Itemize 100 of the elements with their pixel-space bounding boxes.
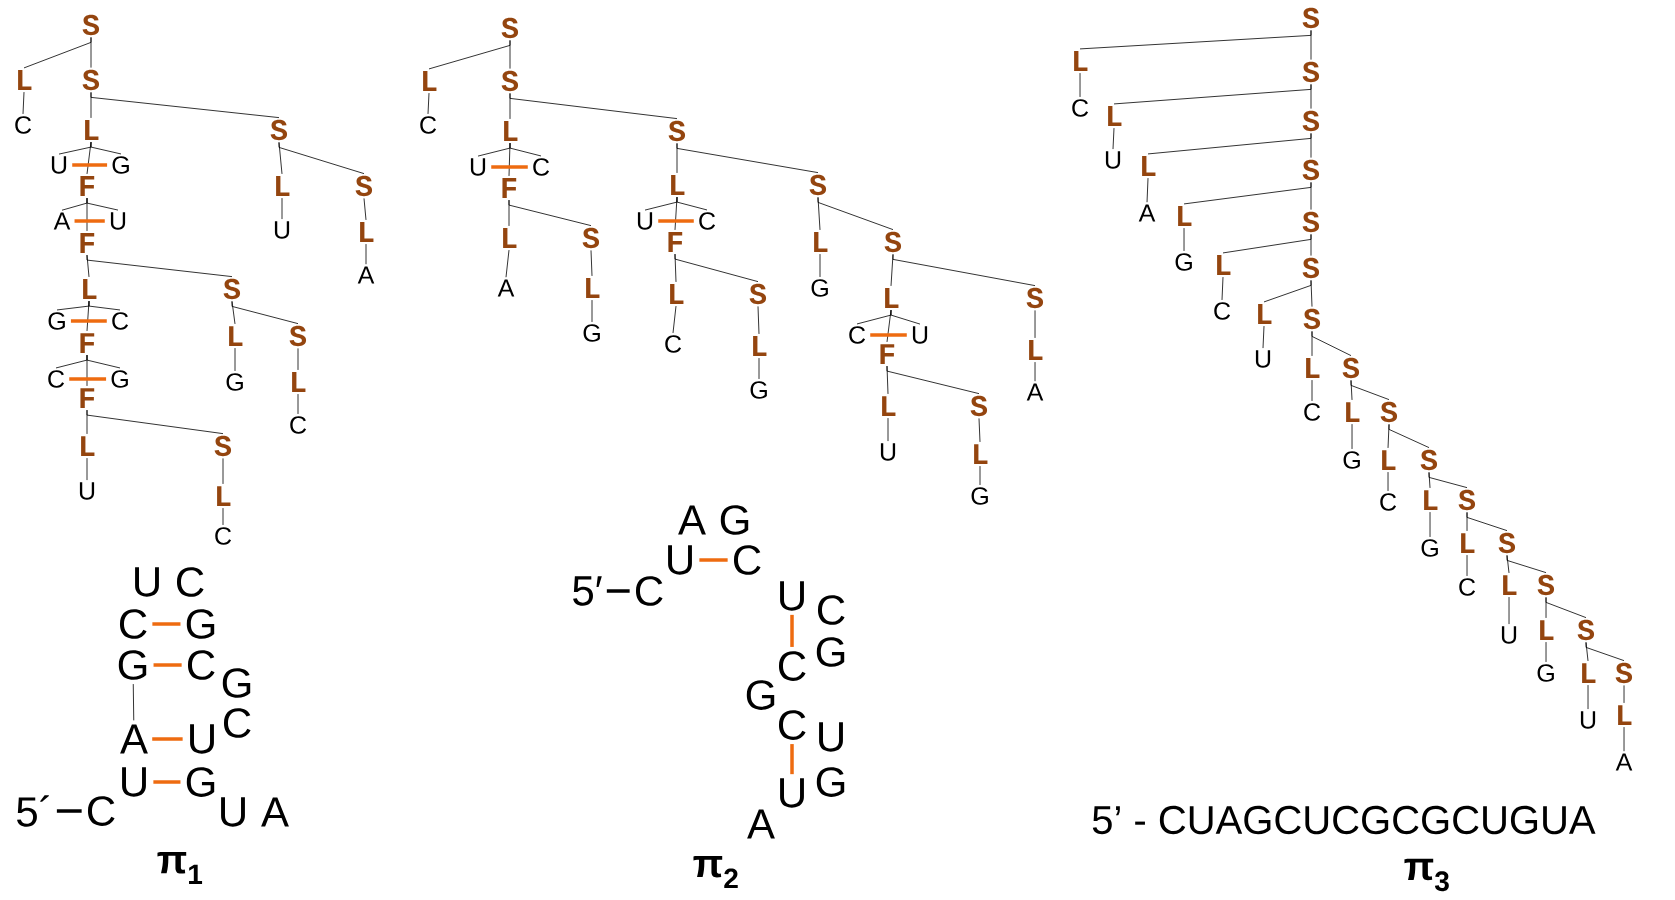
base-pair-bar — [658, 219, 694, 223]
base-letter: C — [818, 595, 845, 625]
tree-branch — [1387, 471, 1389, 492]
grammar-symbol: S — [1537, 574, 1555, 596]
nucleotide-letter: A — [497, 279, 515, 297]
tree-branch — [427, 92, 430, 115]
base-letter: A — [120, 724, 148, 754]
tree-branch — [297, 393, 299, 415]
grammar-symbol: F — [668, 232, 683, 252]
nucleotide-letter: G — [1175, 253, 1192, 271]
grammar-symbol: L — [586, 278, 600, 298]
grammar-symbol: S — [884, 231, 902, 253]
base-letter: U — [135, 567, 159, 597]
nucleotide-letter: G — [48, 312, 65, 330]
tree-branch — [676, 143, 819, 173]
nucleotide-letter: U — [1501, 626, 1517, 644]
grammar-symbol: L — [1217, 255, 1231, 275]
grammar-symbol: L — [1346, 402, 1360, 422]
tree-branch — [1262, 325, 1265, 349]
tree-branch — [672, 305, 677, 334]
base-letter: A — [261, 797, 289, 827]
nucleotide-letter: G — [112, 156, 129, 174]
nucleotide-letter: U — [1255, 350, 1271, 368]
tree-branch — [1310, 280, 1313, 308]
tree-branch — [278, 142, 365, 174]
tree-branch — [817, 197, 894, 230]
nucleotide-letter: C — [1072, 99, 1089, 117]
tree-branch — [90, 141, 122, 155]
backbone-bond — [56, 809, 82, 813]
base-letter: A — [747, 809, 775, 839]
tree-branch — [1034, 361, 1036, 382]
base-letter: C — [176, 567, 204, 597]
base-letter: C — [734, 545, 761, 575]
nucleotide-letter: U — [79, 482, 95, 500]
grammar-symbol: L — [423, 71, 437, 91]
base-letter: G — [816, 637, 845, 667]
grammar-symbol: S — [1458, 489, 1476, 511]
base-pair-bar — [491, 165, 528, 169]
tree-branch — [757, 306, 760, 335]
base-pair-bar — [153, 780, 181, 784]
tree-branch — [86, 409, 224, 435]
grammar-symbol: S — [355, 175, 373, 197]
grammar-symbol: L — [1029, 340, 1043, 360]
base-pair-bar — [699, 558, 728, 562]
grammar-symbol: S — [749, 283, 767, 305]
backbone-bond — [606, 589, 630, 593]
grammar-symbol: S — [289, 325, 307, 347]
tree-branch — [1311, 331, 1352, 356]
grammar-symbol: L — [1618, 705, 1632, 725]
tree-branch — [86, 457, 88, 481]
base-letter: 5´ — [17, 795, 49, 827]
nucleotide-letter: A — [1026, 383, 1044, 401]
tree-branch — [231, 301, 299, 325]
tree-branch — [758, 357, 760, 380]
nucleotide-letter: C — [48, 370, 65, 388]
base-letter: G — [118, 650, 147, 680]
grammar-symbol: S — [1380, 401, 1398, 423]
grammar-symbol: L — [753, 336, 767, 356]
base-letter: U — [668, 545, 692, 575]
tree-branch — [86, 254, 233, 277]
nucleotide-letter: C — [112, 312, 129, 330]
base-pair-bar — [790, 614, 794, 647]
base-letter: U — [221, 797, 245, 827]
nucleotide-letter: U — [274, 221, 290, 239]
tree-branch — [1623, 726, 1625, 752]
tree-branch — [508, 199, 592, 226]
tree-branch — [1351, 423, 1353, 450]
tree-branch — [1310, 182, 1312, 210]
base-letter: U — [819, 722, 843, 752]
grammar-symbol: S — [501, 17, 519, 39]
nucleotide-letter: C — [215, 527, 232, 545]
base-letter: U — [122, 767, 146, 797]
backbone-bond — [132, 683, 135, 721]
base-pair-bar — [72, 163, 108, 167]
grammar-symbol: F — [80, 233, 95, 253]
tree-branch — [22, 91, 25, 115]
nucleotide-letter: A — [1615, 753, 1633, 771]
base-letter: G — [186, 767, 215, 797]
grammar-symbol: S — [1498, 532, 1516, 554]
tree-branch — [674, 253, 759, 283]
nucleotide-letter: U — [470, 158, 486, 176]
base-pair-bar — [70, 319, 107, 323]
nucleotide-letter: U — [110, 212, 126, 230]
grammar-symbol: S — [1577, 619, 1595, 641]
tree-branch — [297, 348, 299, 371]
grammar-symbol: S — [1342, 357, 1360, 379]
grammar-symbol: L — [670, 284, 684, 304]
grammar-symbol: L — [882, 396, 896, 416]
nucleotide-letter: C — [1459, 578, 1476, 596]
grammar-symbol: L — [292, 372, 306, 392]
tree-branch — [892, 254, 1036, 286]
grammar-symbol: S — [1302, 110, 1320, 132]
tree-branch — [88, 300, 121, 311]
base-letter: 5′ — [573, 576, 602, 606]
grammar-symbol: F — [80, 388, 95, 408]
tree-branch — [281, 197, 283, 220]
tree-branch — [509, 40, 511, 70]
tree-branch — [1466, 554, 1468, 577]
tree-branch — [1079, 72, 1081, 98]
tree-branch — [90, 37, 92, 69]
